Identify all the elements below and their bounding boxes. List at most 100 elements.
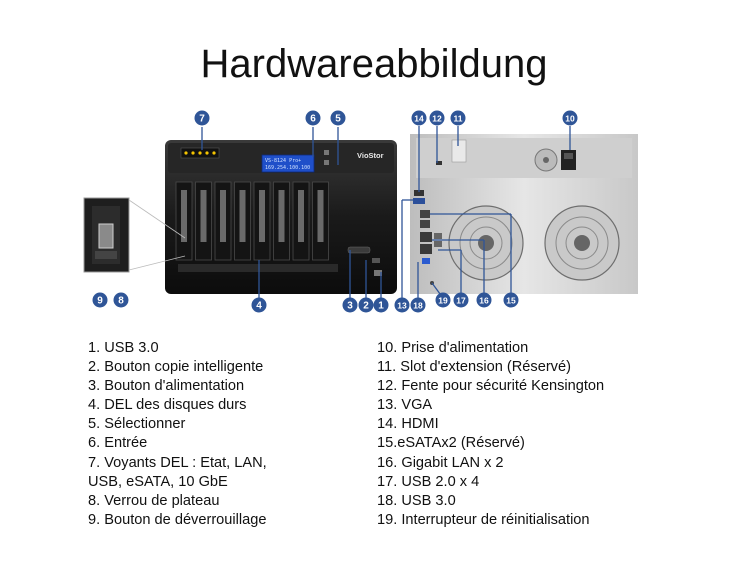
callout-number: 11 — [454, 114, 463, 124]
callout-number: 3 — [347, 301, 353, 312]
nas-front-view: VS-8124 Pro+ 169.254.100.100 VioStor — [165, 140, 397, 294]
usb-port-front — [374, 270, 382, 276]
drive-bay-handle — [278, 190, 285, 242]
drive-bay-handle — [181, 190, 187, 242]
callout-badge — [251, 297, 267, 313]
callout-number: 8 — [118, 296, 124, 307]
drive-bay-handle — [259, 190, 265, 242]
drive-bay-handle — [317, 190, 324, 242]
lan-port — [420, 244, 432, 254]
callout-number: 17 — [456, 296, 466, 306]
callout-badge — [476, 292, 492, 308]
callout-badge — [429, 110, 445, 126]
led-icon — [212, 151, 216, 155]
callout-badge — [342, 297, 358, 313]
esata-port — [420, 210, 430, 218]
vga-port — [413, 198, 425, 204]
callout-number: 14 — [414, 114, 424, 124]
callout-badge — [394, 297, 410, 313]
usb2-port — [434, 233, 442, 239]
legend-item: 2. Bouton copie intelligente — [88, 359, 264, 376]
lcd-line-2: 169.254.100.100 — [265, 165, 310, 171]
legend-item: 4. DEL des disques durs — [88, 397, 247, 414]
callout-number: 2 — [363, 301, 369, 312]
drive-bay-handle — [298, 190, 304, 242]
callout-number: 12 — [432, 114, 442, 124]
callout-leaders — [201, 126, 571, 299]
legend-item: 17. USB 2.0 x 4 — [377, 473, 480, 490]
usb2-port — [434, 241, 442, 247]
led-icon — [184, 151, 188, 155]
callout-number: 6 — [310, 114, 316, 125]
led-icon — [205, 151, 209, 155]
legend-item: 1. USB 3.0 — [88, 340, 159, 356]
legend-item: 16. Gigabit LAN x 2 — [377, 454, 504, 471]
legend-right-column: 10. Prise d'alimentation 11. Slot d'exten… — [377, 339, 604, 530]
drive-bay-handle — [200, 190, 207, 242]
release-button-icon — [95, 251, 117, 259]
inset-leader — [128, 199, 186, 239]
legend-item: 15.eSATAx2 (Réservé) — [377, 435, 525, 452]
callout-number: 18 — [413, 301, 423, 311]
led-icon — [191, 151, 195, 155]
lan-port — [420, 232, 432, 242]
usb3-port-rear — [422, 258, 430, 264]
callout-badge — [435, 292, 451, 308]
callout-number: 1 — [378, 301, 384, 312]
callout-number: 16 — [479, 296, 489, 306]
callout-number: 5 — [335, 114, 341, 125]
kensington-slot — [436, 161, 442, 165]
legend-item: 10. Prise d'alimentation — [377, 340, 529, 356]
callout-number: 13 — [397, 301, 407, 311]
callout-badge — [358, 297, 374, 313]
callout-badge — [503, 292, 519, 308]
lcd-line-1: VS-8124 Pro+ — [265, 158, 301, 164]
brand-logo: VioStor — [357, 151, 384, 160]
callout-badge — [194, 110, 210, 126]
expansion-slot — [451, 139, 467, 163]
callout-number: 10 — [565, 114, 575, 124]
front-bottom-strip — [178, 264, 338, 272]
legend-left-column: 1. USB 3.0 2. Bouton copie intelligente 3.… — [88, 339, 267, 530]
inset-leader — [128, 255, 186, 271]
drive-bays — [175, 181, 329, 261]
copy-button — [372, 258, 380, 263]
legend-item: 18. USB 3.0 — [377, 492, 456, 509]
callout-badge — [453, 292, 469, 308]
rear-top-panel — [416, 138, 632, 178]
legend-item: 11. Slot d'extension (Réservé) — [377, 359, 571, 376]
drive-bay-handle — [220, 190, 226, 242]
led-icon — [198, 151, 202, 155]
legend-item: 12. Fente pour sécurité Kensington — [377, 378, 605, 395]
legend-item: 3. Bouton d'alimentation — [88, 378, 245, 395]
callout-badge — [92, 292, 108, 308]
legend-item: 19. Interrupteur de réinitialisation — [377, 511, 590, 528]
enter-button — [324, 150, 329, 155]
power-button — [347, 246, 371, 254]
callout-number: 19 — [438, 296, 448, 306]
callout-badge — [410, 297, 426, 313]
tray-lock-icon — [98, 223, 114, 249]
drive-bay-handle — [239, 190, 246, 242]
legend-item: 13. VGA — [377, 397, 433, 414]
callout-badge — [113, 292, 129, 308]
legend-item: 8. Verrou de plateau — [88, 492, 220, 509]
callout-badge — [411, 110, 427, 126]
callout-badge — [450, 110, 466, 126]
callout-badge — [305, 110, 321, 126]
page-title: Hardwareabbildung — [200, 42, 548, 86]
callout-badge — [562, 110, 578, 126]
callout-badge — [330, 110, 346, 126]
callout-badge — [373, 297, 389, 313]
legend-item: 9. Bouton de déverrouillage — [88, 511, 267, 528]
legend-item: 14. HDMI — [377, 416, 439, 433]
callout-number: 7 — [199, 114, 205, 125]
legend-item: 6. Entrée — [88, 435, 148, 452]
callout-number: 9 — [97, 296, 103, 307]
select-button — [324, 160, 329, 165]
tray-lock-inset — [83, 197, 186, 273]
lcd-display — [261, 154, 315, 173]
legend-item: 5. Sélectionner — [88, 416, 186, 433]
